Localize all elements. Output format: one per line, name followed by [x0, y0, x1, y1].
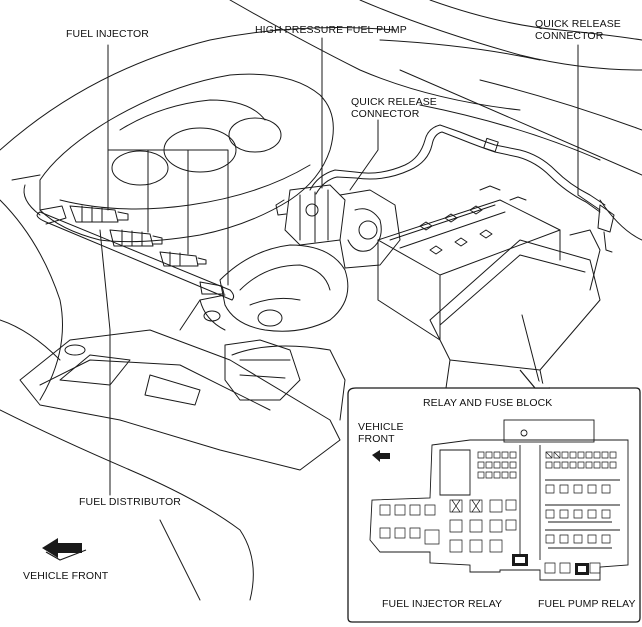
fuel-hose: [309, 124, 615, 253]
high-pressure-fuel-pump-label: HIGH PRESSURE FUEL PUMP: [255, 24, 407, 36]
fuel-injector-relay-label: FUEL INJECTOR RELAY: [382, 598, 503, 610]
air-box: [19, 294, 346, 471]
intake-manifold: [199, 244, 349, 401]
fuel-injectors: [69, 205, 225, 295]
quick-release-connector-mid-label: QUICK RELEASE CONNECTOR: [351, 96, 437, 120]
leader-lines: [99, 37, 601, 593]
battery: [377, 185, 561, 341]
relay-fuse-block-inset: [347, 369, 641, 623]
relay-and-fuse-block-label: RELAY AND FUSE BLOCK: [423, 397, 553, 409]
relay-fuse-block-cover: [429, 229, 601, 401]
vehicle-front-label: VEHICLE FRONT: [23, 570, 109, 582]
vehicle-front-inset-label: VEHICLE FRONT: [358, 421, 404, 445]
vehicle-front-arrow-icon: [42, 538, 87, 561]
high-pressure-fuel-pump: [275, 184, 401, 269]
quick-release-connector-top-label: QUICK RELEASE CONNECTOR: [535, 18, 621, 42]
fuel-distributor-rail: [36, 205, 235, 301]
engine-cover: [11, 73, 334, 243]
fuel-injector-label: FUEL INJECTOR: [66, 28, 149, 40]
fuel-distributor-label: FUEL DISTRIBUTOR: [79, 496, 181, 508]
body-contours: [0, 0, 642, 601]
fuel-pump-relay-label: FUEL PUMP RELAY: [538, 598, 636, 610]
